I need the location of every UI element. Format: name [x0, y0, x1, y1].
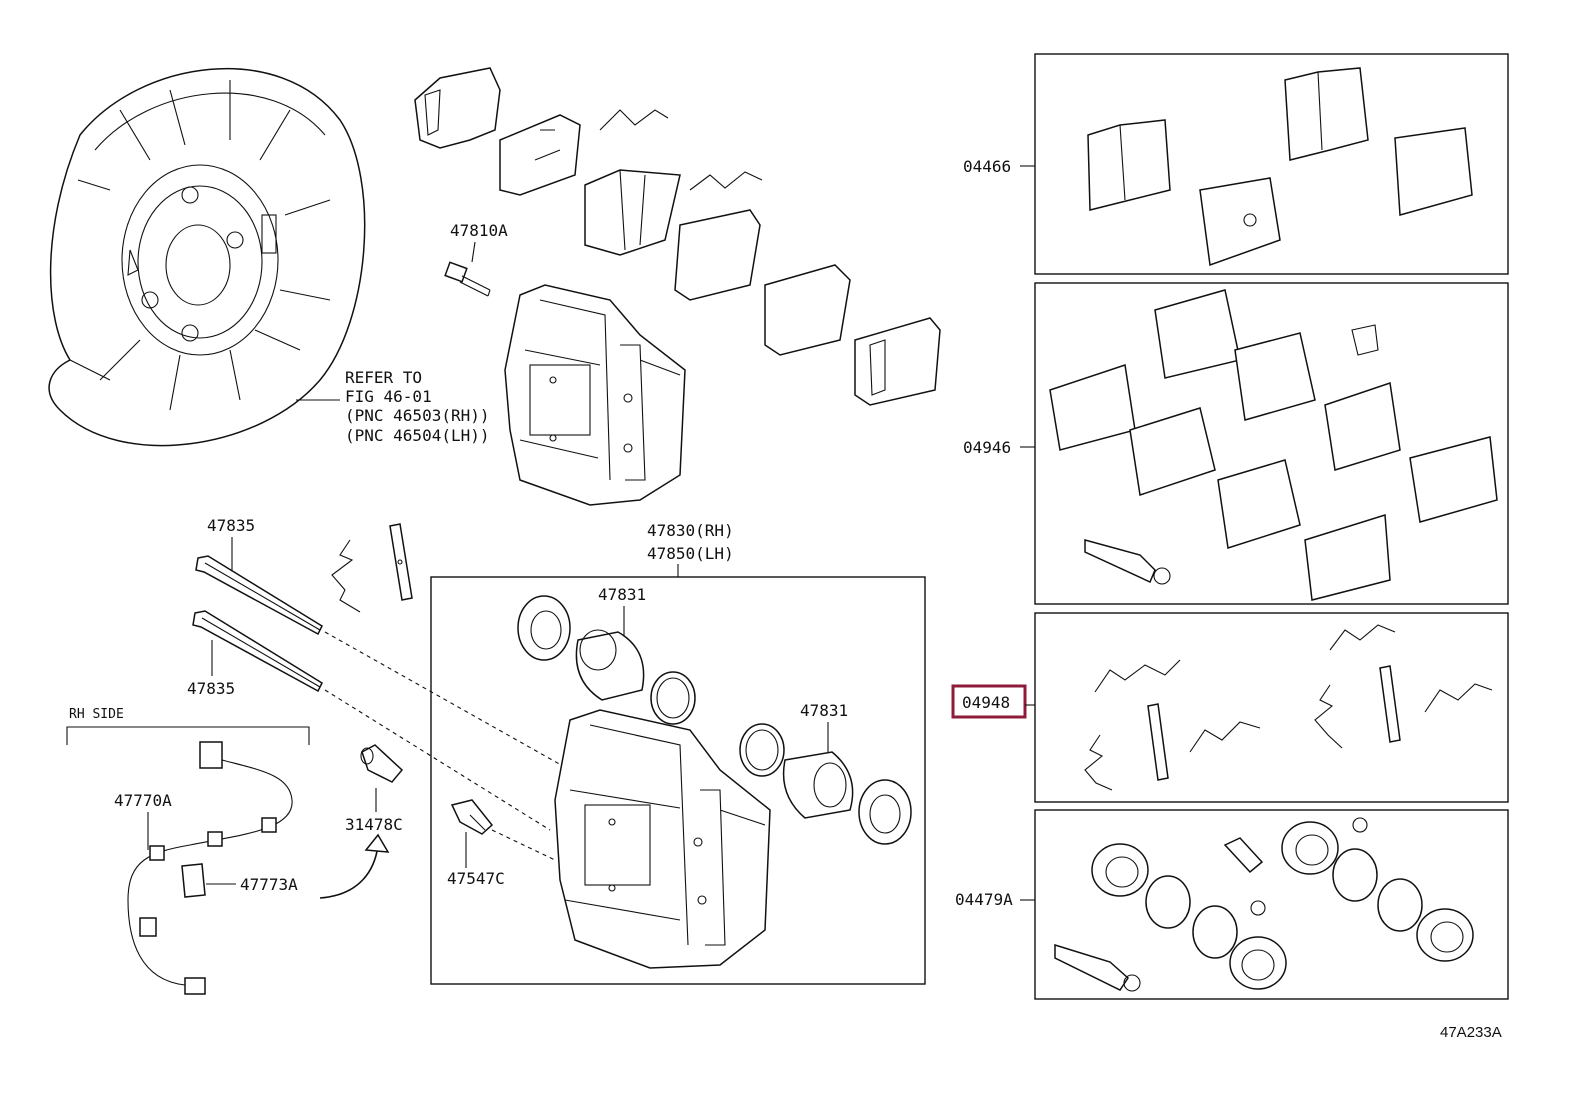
kit-04948-springs-drawing: [1084, 624, 1493, 791]
guide-pin-bottom-drawing: [192, 610, 323, 693]
label-refer-pnc-rh: (PNC 46503(RH)): [345, 406, 490, 425]
kit-04466-pads-drawing: [1087, 67, 1473, 267]
kit-box-04479A: [1034, 809, 1509, 1000]
label-04948[interactable]: 04948: [962, 693, 1010, 712]
label-47547C: 47547C: [447, 869, 505, 888]
kit-04946-shims-drawing: [1049, 289, 1498, 601]
caliper-kit-box: [430, 576, 926, 985]
piston-seal-right-drawing: [739, 723, 912, 845]
arrow-47773A: [319, 844, 379, 899]
dust-shield-drawing: [48, 68, 366, 447]
label-04466: 04466: [963, 157, 1011, 176]
figure-id: 47A233A: [1440, 1024, 1502, 1041]
leader-47810A: [471, 241, 476, 263]
label-47770A: 47770A: [114, 791, 172, 810]
kit-box-04466: [1034, 53, 1509, 275]
label-rh-side: RH SIDE: [69, 707, 124, 722]
kit-box-04946: [1034, 282, 1509, 605]
label-47830-rh: 47830(RH): [647, 521, 734, 540]
dash-bleeder: [491, 829, 556, 861]
label-47835-bottom: 47835: [187, 679, 235, 698]
label-04479A: 04479A: [955, 890, 1013, 909]
dash-pin-bottom: [324, 689, 551, 831]
guide-pin-top-drawing: [195, 555, 323, 636]
dash-pin-top: [324, 631, 571, 771]
bleeder-cap-drawing: [360, 744, 404, 783]
label-refer-pnc-lh: (PNC 46504(LH)): [345, 426, 490, 445]
label-04946: 04946: [963, 438, 1011, 457]
arrow-head: [364, 833, 390, 853]
label-31478C: 31478C: [345, 815, 403, 834]
pad-shim-cluster-drawing: [414, 67, 941, 406]
piston-seal-left-drawing: [517, 595, 696, 725]
kit-box-04948: [1034, 612, 1509, 803]
caliper-lower-drawing: [554, 709, 771, 969]
label-47850-lh: 47850(LH): [647, 544, 734, 563]
label-47773A: 47773A: [240, 875, 298, 894]
label-47831-left: 47831: [598, 585, 646, 604]
rh-side-bracket: [66, 726, 310, 745]
spring-clip-drawing: [331, 523, 413, 613]
wear-sensor-drawing: [127, 741, 293, 995]
bleeder-plug-drawing: [450, 799, 494, 835]
label-47810A: 47810A: [450, 221, 508, 240]
label-refer-to: REFER TO: [345, 368, 422, 387]
bolt-47810A-drawing: [444, 261, 491, 297]
kit-04479A-seals-drawing: [1054, 817, 1474, 992]
label-47835-top: 47835: [207, 516, 255, 535]
caliper-upper-drawing: [504, 284, 686, 506]
label-refer-fig: FIG 46-01: [345, 387, 432, 406]
label-47831-right: 47831: [800, 701, 848, 720]
highlight-04948[interactable]: [951, 684, 1027, 719]
